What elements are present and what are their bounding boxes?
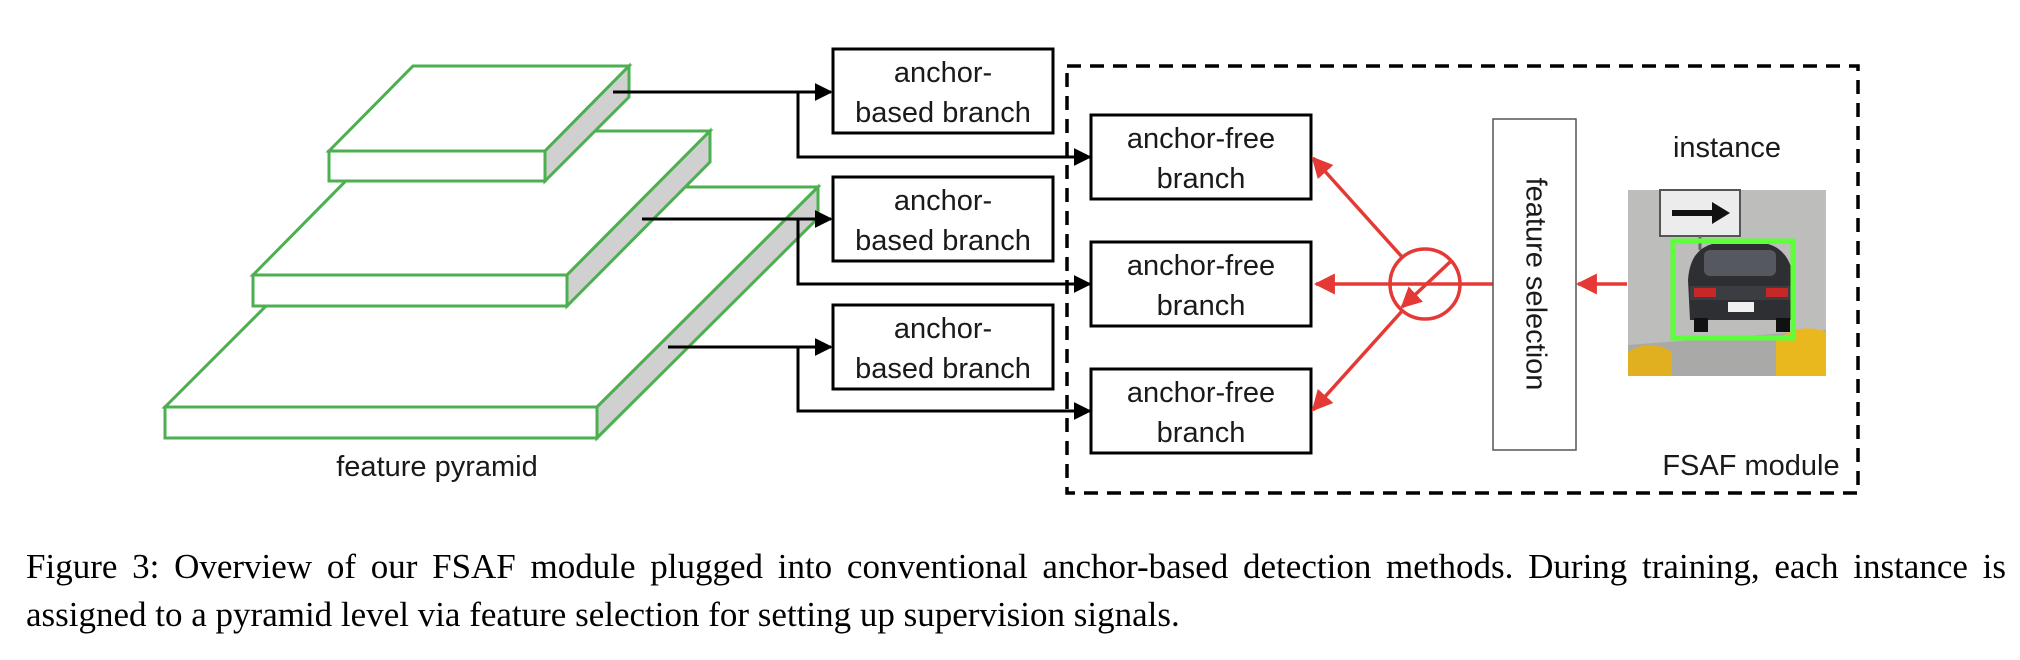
anchor-free-branch-3-line2: branch <box>1157 417 1246 449</box>
anchor-based-branch-1: anchor- based branch <box>831 47 1055 135</box>
pyramid-level-top <box>325 62 633 185</box>
anchor-free-branch-3: anchor-free branch <box>1089 367 1313 455</box>
car-icon <box>1688 244 1794 332</box>
feature-selection-box: feature selection <box>1492 118 1577 451</box>
instance-label: instance <box>1673 132 1781 164</box>
fsaf-module-boundary <box>1065 64 1860 495</box>
selection-routing <box>1311 156 1627 412</box>
anchor-free-branch-2-line2: branch <box>1157 290 1246 322</box>
road-sign-arrow-icon <box>1659 189 1741 250</box>
anchor-based-branch-3: anchor- based branch <box>831 303 1055 391</box>
anchor-based-branch-2-line1: anchor- <box>894 185 992 217</box>
anchor-based-branch-1-line2: based branch <box>855 97 1031 129</box>
anchor-based-branch-1-line1: anchor- <box>894 57 992 89</box>
instance-bounding-box <box>1670 238 1796 341</box>
anchor-based-branch-2-line2: based branch <box>855 225 1031 257</box>
anchor-free-branch-3-line1: anchor-free <box>1127 377 1275 409</box>
anchor-free-branch-1-line2: branch <box>1157 163 1246 195</box>
anchor-free-branch-1: anchor-free branch <box>1089 113 1313 201</box>
figure-caption: Figure 3: Overview of our FSAF module pl… <box>26 547 2006 634</box>
anchor-based-branch-3-line2: based branch <box>855 353 1031 385</box>
fsaf-module-label: FSAF module <box>1662 450 1839 482</box>
anchor-based-branch-3-line1: anchor- <box>894 313 992 345</box>
instance-image <box>1628 189 1826 376</box>
anchor-free-branch-2: anchor-free branch <box>1089 240 1313 328</box>
fsaf-architecture-diagram: feature pyramid anchor- based branch anc… <box>161 47 1860 495</box>
pyramid-to-branch-arrows <box>613 83 1092 420</box>
feature-selection-label: feature selection <box>1519 178 1551 391</box>
anchor-free-branch-1-line1: anchor-free <box>1127 123 1275 155</box>
anchor-free-branch-2-line1: anchor-free <box>1127 250 1275 282</box>
anchor-based-branch-2: anchor- based branch <box>831 175 1055 263</box>
feature-pyramid-label: feature pyramid <box>336 451 538 483</box>
